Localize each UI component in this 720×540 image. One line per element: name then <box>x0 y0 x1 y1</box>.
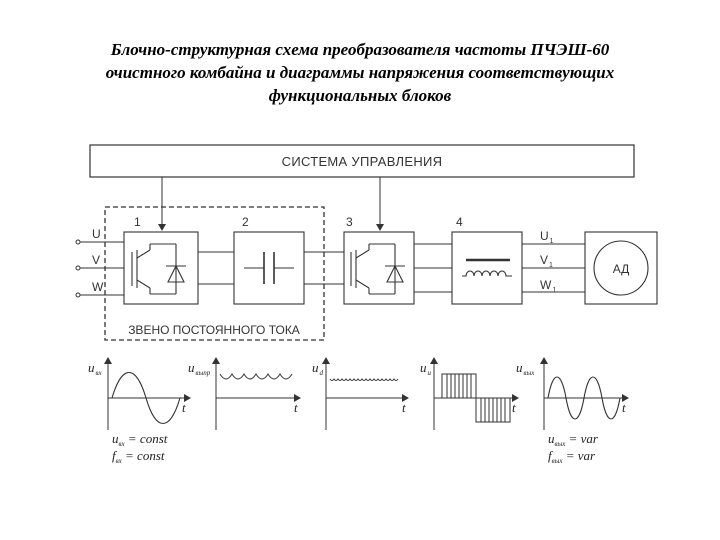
link-1-2 <box>198 251 234 285</box>
rectifier-block <box>123 231 199 305</box>
output-label-v1: V1 <box>540 253 553 269</box>
input-label-v: V <box>92 253 100 267</box>
diagram-1-x-label: t <box>182 400 186 415</box>
diagram-1-y-label: uвх <box>88 360 103 377</box>
diagram-title: Блочно-структурная схема преобразователя… <box>20 38 700 107</box>
output-note-frequency: fвых = var <box>548 448 596 465</box>
diagram-4-x-label: t <box>512 400 516 415</box>
block-number-1: 1 <box>134 215 141 229</box>
filter-block <box>451 231 523 305</box>
diagram-3-x-label: t <box>402 400 406 415</box>
output-lines <box>522 243 585 293</box>
input-label-u: U <box>92 227 101 241</box>
waveform-dc <box>329 378 399 381</box>
block-number-4: 4 <box>456 215 463 229</box>
title-line-1: Блочно-структурная схема преобразователя… <box>110 40 610 59</box>
waveform-output <box>547 376 621 420</box>
input-note-voltage: uвх = const <box>112 431 168 448</box>
link-2-3 <box>304 251 344 285</box>
motor-symbol: АД <box>584 231 658 305</box>
title-line-3: функциональных блоков <box>268 86 452 105</box>
diagram-4-y-label: uи <box>420 360 432 377</box>
dc-link-label: ЗВЕНО ПОСТОЯННОГО ТОКА <box>128 323 300 337</box>
inverter-block <box>343 231 415 305</box>
diagram-5-x-label: t <box>622 400 626 415</box>
output-note-voltage: uвых = var <box>548 431 599 448</box>
control-system-label: СИСТЕМА УПРАВЛЕНИЯ <box>282 154 443 169</box>
waveform-pwm <box>441 373 511 423</box>
block-number-3: 3 <box>346 215 353 229</box>
input-terminal-v <box>75 265 81 271</box>
diagram-2-x-label: t <box>294 400 298 415</box>
control-system-box: СИСТЕМА УПРАВЛЕНИЯ <box>89 144 635 178</box>
output-label-w1: W1 <box>540 278 556 294</box>
diagram-3-y-label: ud <box>312 360 324 377</box>
dc-link-region: ЗВЕНО ПОСТОЯННОГО ТОКА <box>104 206 325 341</box>
block-number-2: 2 <box>242 215 249 229</box>
input-label-w: W <box>92 280 104 294</box>
waveform-rectified <box>219 373 293 380</box>
waveform-input <box>111 371 181 425</box>
input-lines <box>80 241 124 296</box>
capacitor-block <box>233 231 305 305</box>
input-terminal-u <box>75 239 81 245</box>
diagram-5-y-label: uвых <box>516 360 535 377</box>
input-terminal-w <box>75 292 81 298</box>
link-3-4 <box>414 243 452 293</box>
diagram-2-y-label: uвыпр <box>188 360 211 377</box>
input-note-frequency: fвх = const <box>112 448 165 465</box>
motor-label: АД <box>613 262 630 276</box>
output-label-u1: U1 <box>540 229 554 245</box>
title-line-2: очистного комбайна и диаграммы напряжени… <box>105 63 615 82</box>
diagram-axes <box>104 357 629 430</box>
